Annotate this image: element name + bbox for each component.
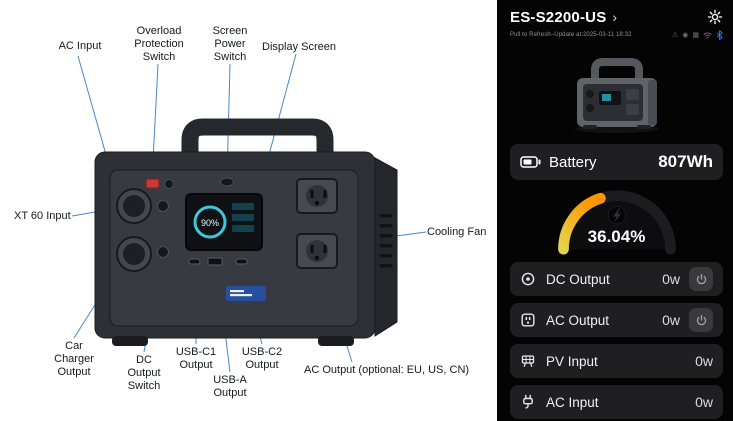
device-handle <box>181 118 334 154</box>
device-foot-right <box>318 336 354 346</box>
label-usb-c1-output: USB-C1 Output <box>175 346 217 372</box>
label-xt60-input: XT 60 Input <box>14 210 71 222</box>
label-car-charger-output: Car Charger Output <box>54 340 94 379</box>
port-button-top <box>157 200 169 212</box>
ac-input-icon <box>523 394 533 409</box>
product-image <box>510 41 723 137</box>
overload-protection-switch <box>145 178 160 189</box>
dc-output-icon <box>521 272 535 286</box>
screen-power-switch <box>220 177 234 187</box>
label-usb-a-output: USB-A Output <box>213 374 247 400</box>
gauge-arc <box>557 190 676 255</box>
app-header: ES-S2200-US › <box>510 7 723 27</box>
dc-power-toggle[interactable] <box>689 267 713 291</box>
row-label: PV Input <box>546 353 598 369</box>
usb-ports <box>188 257 248 266</box>
cooling-fan-vents <box>379 214 393 268</box>
battery-icon <box>520 156 541 168</box>
label-usb-c2-output: USB-C2 Output <box>241 346 283 372</box>
dc-output-value: 0w <box>662 271 680 287</box>
product-render <box>574 58 659 133</box>
battery-gauge: 36.04% <box>510 183 723 255</box>
row-label: DC Output <box>546 271 610 287</box>
chevron-right-icon[interactable]: › <box>612 9 618 25</box>
app-panel: ES-S2200-US › Pull to Refresh–Update at:… <box>497 0 733 421</box>
bluetooth-icon <box>716 30 723 40</box>
label-overload-protection-switch: Overload Protection Switch <box>134 25 184 64</box>
settings-button[interactable] <box>707 9 723 25</box>
label-cooling-fan: Cooling Fan <box>427 226 487 238</box>
display-screen: 90% <box>185 193 263 251</box>
grid-status-icon: ▦ <box>692 31 699 39</box>
device-diagram: 90% <box>71 53 427 373</box>
power-icon <box>696 314 706 325</box>
status-icons: ⚠ ◉ ▦ <box>672 30 723 40</box>
status-bar[interactable]: Pull to Refresh–Update at:2025-03-11 18:… <box>510 30 723 40</box>
display-percent: 90% <box>201 218 219 228</box>
ac-outlet-top <box>296 178 338 214</box>
label-ac-input: AC Input <box>58 40 102 52</box>
label-display-screen: Display Screen <box>262 41 336 53</box>
ac-power-toggle[interactable] <box>689 308 713 332</box>
label-dc-output-switch: DC Output Switch <box>127 354 161 393</box>
label-screen-power-switch: Screen Power Switch <box>212 25 248 64</box>
row-pv-input[interactable]: PV Input 0w <box>510 344 723 378</box>
gear-icon <box>707 9 723 25</box>
row-label: AC Output <box>546 312 610 328</box>
row-ac-output[interactable]: AC Output 0w <box>510 303 723 337</box>
usb-c2-port <box>235 258 248 265</box>
device-foot-left <box>112 336 148 346</box>
wifi-icon <box>703 32 712 39</box>
refresh-status-text: Pull to Refresh–Update at:2025-03-11 18:… <box>510 32 632 38</box>
device-illustration: 90% <box>94 118 398 346</box>
dc-output-switch <box>157 246 169 258</box>
ac-outlet-bottom <box>296 233 338 269</box>
row-dc-output[interactable]: DC Output 0w <box>510 262 723 296</box>
battery-percent: 36.04% <box>587 227 646 246</box>
warning-icon: ⚠ <box>671 31 679 39</box>
reset-button <box>164 179 174 189</box>
label-ac-output: AC Output (optional: EU, US, CN) <box>304 364 470 376</box>
lightning-bolt-icon <box>607 205 626 225</box>
usb-a-port <box>207 257 223 266</box>
battery-card[interactable]: Battery 807Wh <box>510 144 723 180</box>
usb-c1-port <box>188 258 201 265</box>
pv-input-value: 0w <box>695 353 713 369</box>
battery-energy-value: 807Wh <box>658 152 713 171</box>
car-charger-port <box>116 236 152 272</box>
row-ac-input[interactable]: AC Input 0w <box>510 385 723 419</box>
ac-output-value: 0w <box>662 312 680 328</box>
row-label: AC Input <box>546 394 599 410</box>
xt60-input-port <box>116 188 152 224</box>
power-icon <box>696 273 706 284</box>
pv-input-icon <box>521 355 535 367</box>
ac-output-icon <box>521 313 535 327</box>
device-status-icon: ◉ <box>682 31 689 39</box>
diagram-panel: 90% <box>14 25 487 400</box>
brand-logo <box>226 286 266 301</box>
device-name-title[interactable]: ES-S2200-US <box>510 8 607 26</box>
battery-label: Battery <box>549 153 597 171</box>
ac-input-value: 0w <box>695 394 713 410</box>
